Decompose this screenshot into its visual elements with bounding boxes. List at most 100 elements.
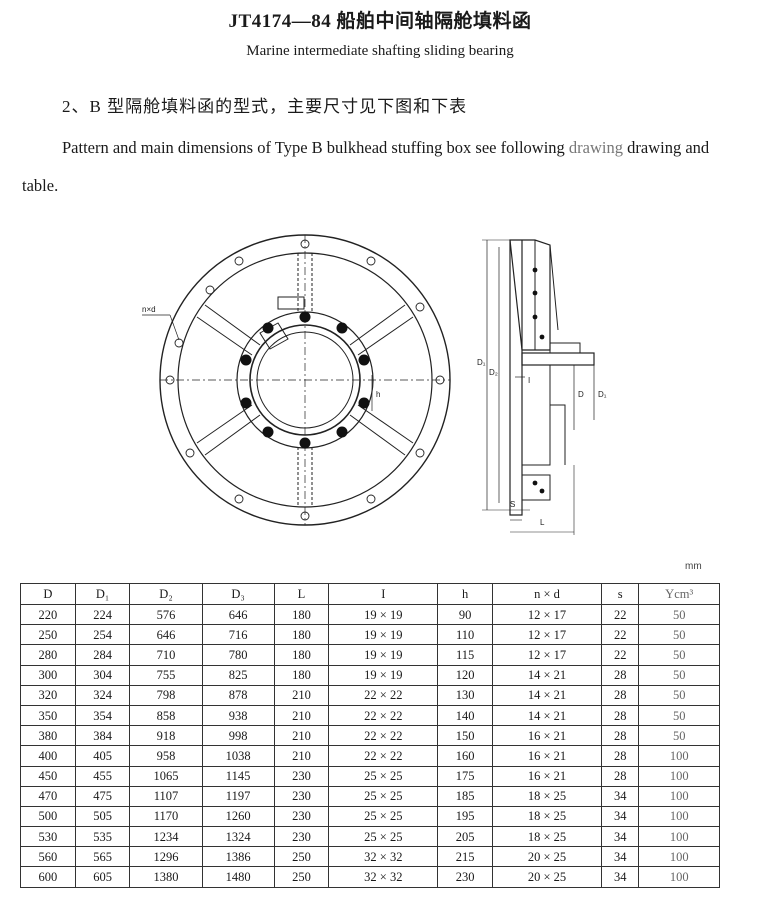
col-header: D₃ — [201, 583, 275, 605]
table-cell: 50 — [638, 684, 720, 706]
table-cell: 384 — [74, 725, 131, 747]
table-cell: 605 — [74, 866, 131, 888]
table-cell: 230 — [273, 826, 330, 848]
table-cell: 16 × 21 — [492, 745, 602, 767]
hub-bolts — [240, 311, 370, 449]
description-main: Pattern and main dimensions of Type B bu… — [62, 138, 565, 157]
label-h: h — [376, 390, 380, 399]
table-cell: 224 — [74, 603, 131, 626]
side-view-dims — [510, 465, 575, 535]
spoke-bottom — [297, 447, 313, 507]
table-cell: 1065 — [129, 765, 203, 787]
table-cell: 180 — [273, 603, 330, 626]
table-cell: 1480 — [201, 866, 275, 888]
spoke-lower-right — [349, 404, 414, 456]
section-description: Pattern and main dimensions of Type B bu… — [22, 129, 737, 205]
table-cell: 12 × 17 — [492, 603, 602, 626]
spoke-upper-right — [349, 304, 414, 356]
table-cell: 560 — [20, 846, 76, 868]
label-D: D — [578, 390, 584, 399]
table-cell: 505 — [74, 805, 131, 828]
spoke-upper-left — [196, 304, 261, 356]
table-cell: 350 — [20, 704, 76, 727]
table-cell: 215 — [437, 846, 494, 868]
table-cell: 160 — [437, 745, 494, 767]
table-cell: 755 — [129, 664, 203, 686]
table-cell: 576 — [129, 603, 203, 626]
table-cell: 1234 — [129, 826, 203, 848]
table-cell: 1324 — [201, 826, 275, 848]
table-cell: 50 — [638, 704, 720, 727]
col-header: D₂ — [129, 583, 203, 605]
label-I: I — [528, 376, 530, 385]
table-cell: 878 — [201, 684, 275, 706]
page-title: JT4174—84 船舶中间轴隔舱填料函 — [228, 11, 532, 32]
table-cell: 180 — [273, 664, 330, 686]
table-cell: 320 — [20, 684, 76, 706]
table-cell: 18 × 25 — [492, 785, 602, 807]
label-nxd: n×d — [142, 305, 156, 314]
table-cell: 20 × 25 — [492, 866, 602, 888]
nxd-callout: n×d — [142, 305, 180, 341]
table-cell: 28 — [600, 664, 640, 686]
table-cell: 300 — [20, 664, 76, 686]
col-header: s — [600, 583, 640, 605]
label-D-small: D₁ — [598, 390, 607, 399]
table-cell: 100 — [638, 846, 720, 868]
front-view — [159, 234, 451, 526]
table-cell: 34 — [600, 785, 640, 807]
table-cell: 535 — [74, 826, 131, 848]
gland-bolt-head — [549, 342, 581, 354]
table-cell: 646 — [201, 603, 275, 626]
table-cell: 34 — [600, 846, 640, 868]
table-cell: 22 × 22 — [328, 684, 439, 706]
table-cell: 825 — [201, 664, 275, 686]
page-subtitle: Marine intermediate shafting sliding bea… — [246, 43, 514, 59]
label-s: S — [510, 500, 515, 509]
label-D2: D₂ — [489, 368, 498, 377]
table-cell: 210 — [273, 725, 330, 747]
table-cell: 918 — [129, 725, 203, 747]
table-cell: 324 — [74, 684, 131, 706]
table-cell: 180 — [273, 644, 330, 666]
table-cell: 32 × 32 — [328, 866, 439, 888]
table-cell: 90 — [437, 603, 494, 626]
table-cell: 19 × 19 — [328, 624, 439, 646]
table-cell: 210 — [273, 704, 330, 727]
table-cell: 195 — [437, 805, 494, 828]
gland-flange — [521, 352, 595, 366]
table-cell: 1197 — [201, 785, 275, 807]
table-cell: 25 × 25 — [328, 785, 439, 807]
col-header: D₁ — [74, 583, 131, 605]
table-cell: 1260 — [201, 805, 275, 828]
table-cell: 100 — [638, 785, 720, 807]
side-view-labels: D₁ D₂ D D₁ I S L — [477, 358, 607, 527]
table-cell: 16 × 21 — [492, 725, 602, 747]
table-cell: 100 — [638, 745, 720, 767]
table-cell: 130 — [437, 684, 494, 706]
table-cell: 798 — [129, 684, 203, 706]
bolt-holes-outer — [165, 239, 445, 521]
col-header: n × d — [492, 583, 602, 605]
table-cell: 100 — [638, 826, 720, 848]
table-cell: 565 — [74, 846, 131, 868]
side-view — [482, 239, 595, 516]
table-cell: 25 × 25 — [328, 765, 439, 787]
bottom-boss — [521, 474, 551, 501]
table-cell: 25 × 25 — [328, 826, 439, 848]
label-D1: D₁ — [477, 358, 486, 367]
col-header: I — [328, 583, 439, 605]
table-cell: 304 — [74, 664, 131, 686]
table-cell: 28 — [600, 745, 640, 767]
table-cell: 34 — [600, 826, 640, 848]
table-cell: 354 — [74, 704, 131, 727]
table-cell: 210 — [273, 745, 330, 767]
table-cell: 230 — [437, 866, 494, 888]
